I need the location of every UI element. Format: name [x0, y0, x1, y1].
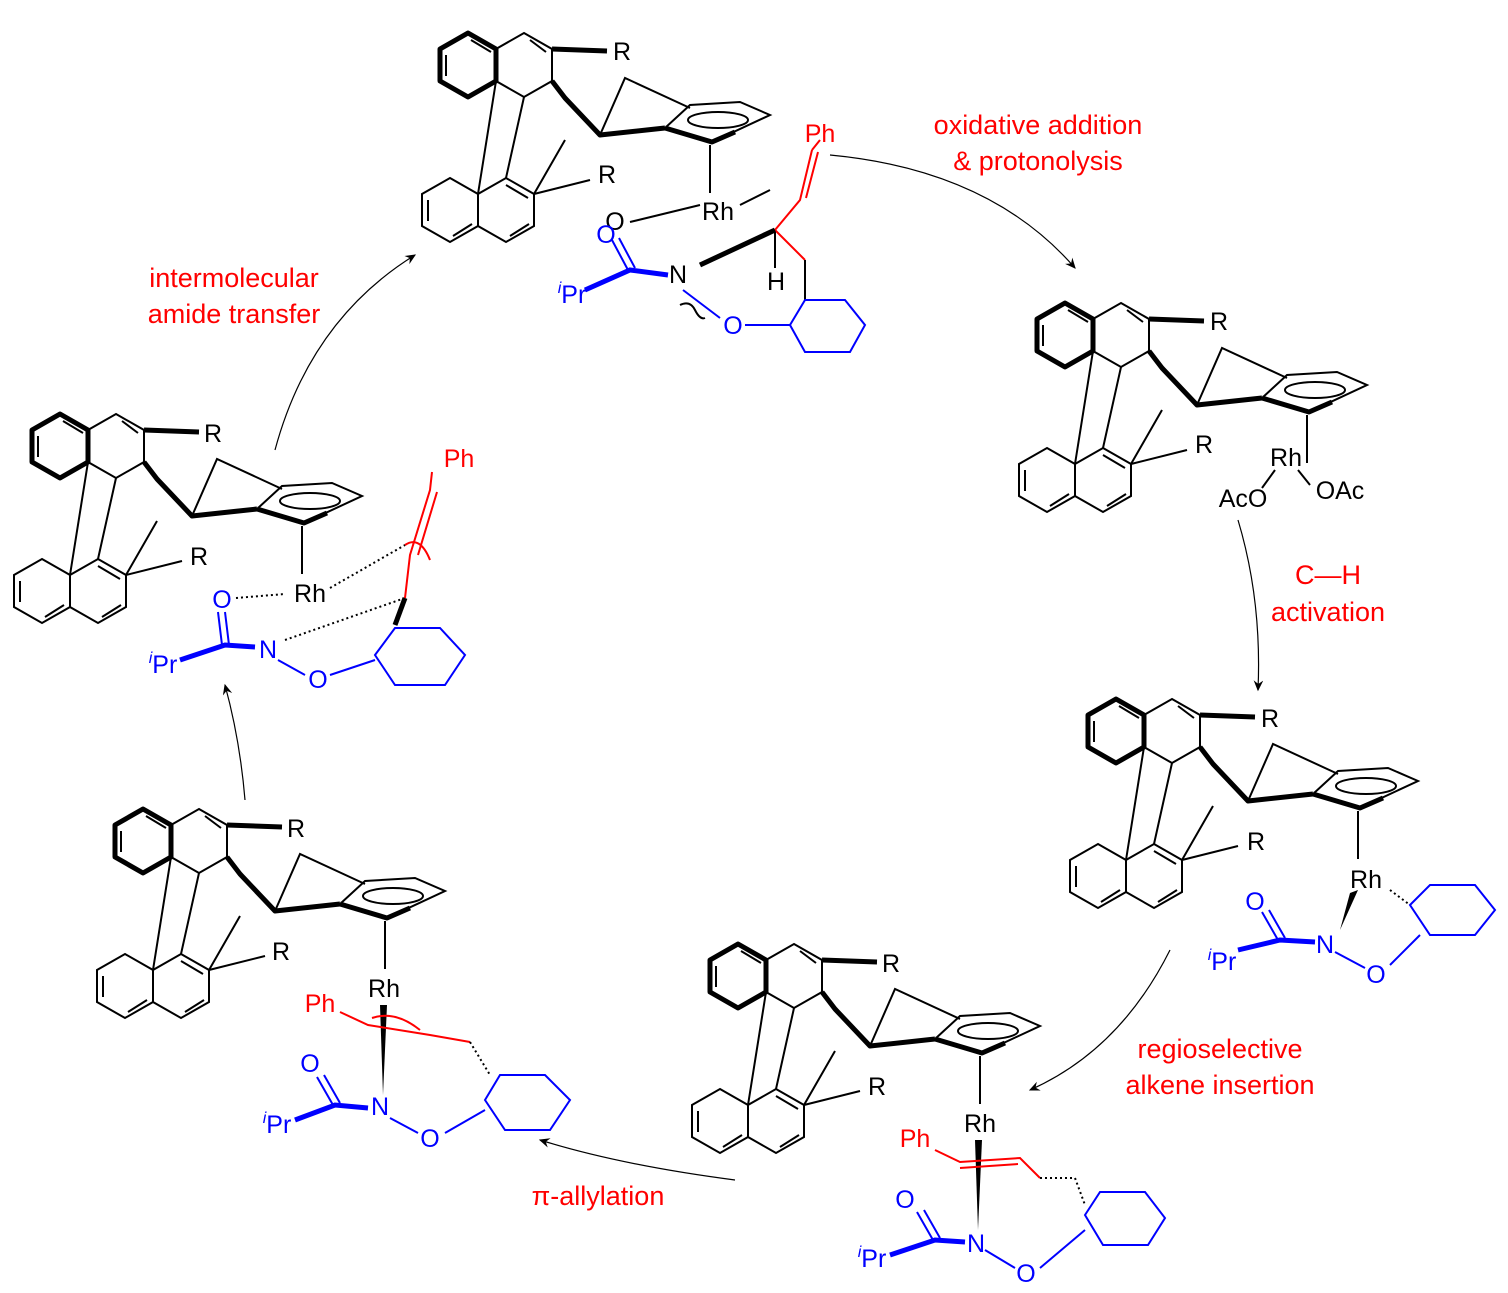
arrow-ch-activation: [1237, 519, 1264, 692]
o-label: O: [895, 1186, 914, 1214]
arrow-oxidative-addition: [829, 154, 1076, 269]
rh-label: Rh: [368, 975, 400, 1003]
r-label: R: [868, 1073, 886, 1101]
o-label: O: [1245, 888, 1264, 916]
n-label: N: [1316, 931, 1334, 959]
rh-label: Rh: [1350, 866, 1382, 894]
intermediate-right: R R Rh AcO OAc: [1195, 308, 1364, 513]
ipr-label: iPr: [858, 1244, 887, 1273]
r-label: R: [1261, 705, 1279, 733]
o-label: O: [1016, 1260, 1035, 1288]
rh-label: Rh: [1270, 444, 1302, 472]
step-label-amide-transfer: amide transfer: [148, 299, 321, 329]
ph-label: Ph: [805, 120, 836, 148]
r-label: R: [882, 950, 900, 978]
rh-label: Rh: [294, 580, 326, 608]
r-label: R: [598, 161, 616, 189]
arrow-amide-transfer: [274, 254, 417, 451]
n-label: N: [371, 1093, 389, 1121]
rh-label: Rh: [702, 198, 734, 226]
r-label: R: [272, 938, 290, 966]
step-label-protonolysis: & protonolysis: [953, 146, 1123, 176]
r-label: R: [287, 815, 305, 843]
step-label-regioselective: regioselective: [1137, 1034, 1302, 1064]
step-label-alkene-insertion: alkene insertion: [1125, 1070, 1314, 1100]
intermediate-top: R R Rh O Ph O iPr N H O: [558, 38, 867, 353]
ipr-label: iPr: [263, 1110, 292, 1139]
oac-label: OAc: [1316, 477, 1365, 505]
step-label-activation: activation: [1271, 597, 1385, 627]
o-label: O: [308, 666, 327, 694]
r-label: R: [613, 38, 631, 66]
step-label-pi-allylation: π-allylation: [532, 1181, 665, 1211]
step-label-oxidative-addition: oxidative addition: [934, 110, 1143, 140]
arrow-alkene-insertion: [1028, 949, 1171, 1091]
r-label: R: [1195, 431, 1213, 459]
n-label: N: [669, 261, 687, 289]
o-label: O: [420, 1125, 439, 1153]
intermediate-bottom-left: R R Rh Ph O iPr N O: [263, 815, 572, 1153]
aco-label: AcO: [1219, 485, 1268, 513]
h-label: H: [767, 268, 785, 296]
r-label: R: [1210, 308, 1228, 336]
intermediate-bottom: R R Rh Ph O iPr N O: [858, 950, 1167, 1288]
ph-label: Ph: [900, 1125, 931, 1153]
r-label: R: [204, 420, 222, 448]
o-label: O: [1366, 961, 1385, 989]
o-label: O: [300, 1050, 319, 1078]
ipr-label: iPr: [149, 650, 178, 679]
o-label: O: [596, 221, 615, 249]
arrow-pi-allylation: [538, 1138, 736, 1181]
step-label-ch: C—H: [1295, 560, 1361, 590]
ph-label: Ph: [444, 445, 475, 473]
o-label: O: [605, 208, 624, 236]
intermediate-right-lower: R R Rh O iPr N O: [1208, 705, 1497, 989]
n-label: N: [967, 1230, 985, 1258]
r-label: R: [1247, 828, 1265, 856]
arrow-to-amide-transfer: [222, 683, 246, 801]
r-label: R: [190, 543, 208, 571]
o-label: O: [212, 586, 231, 614]
ph-label: Ph: [305, 990, 336, 1018]
n-label: N: [259, 636, 277, 664]
o-label: O: [723, 312, 742, 340]
ipr-label: iPr: [1208, 947, 1237, 976]
step-label-intermolecular: intermolecular: [149, 263, 319, 293]
intermediate-left: R R Rh Ph O iPr N O: [149, 420, 475, 694]
rh-label: Rh: [964, 1110, 996, 1138]
ipr-label: iPr: [558, 280, 587, 309]
